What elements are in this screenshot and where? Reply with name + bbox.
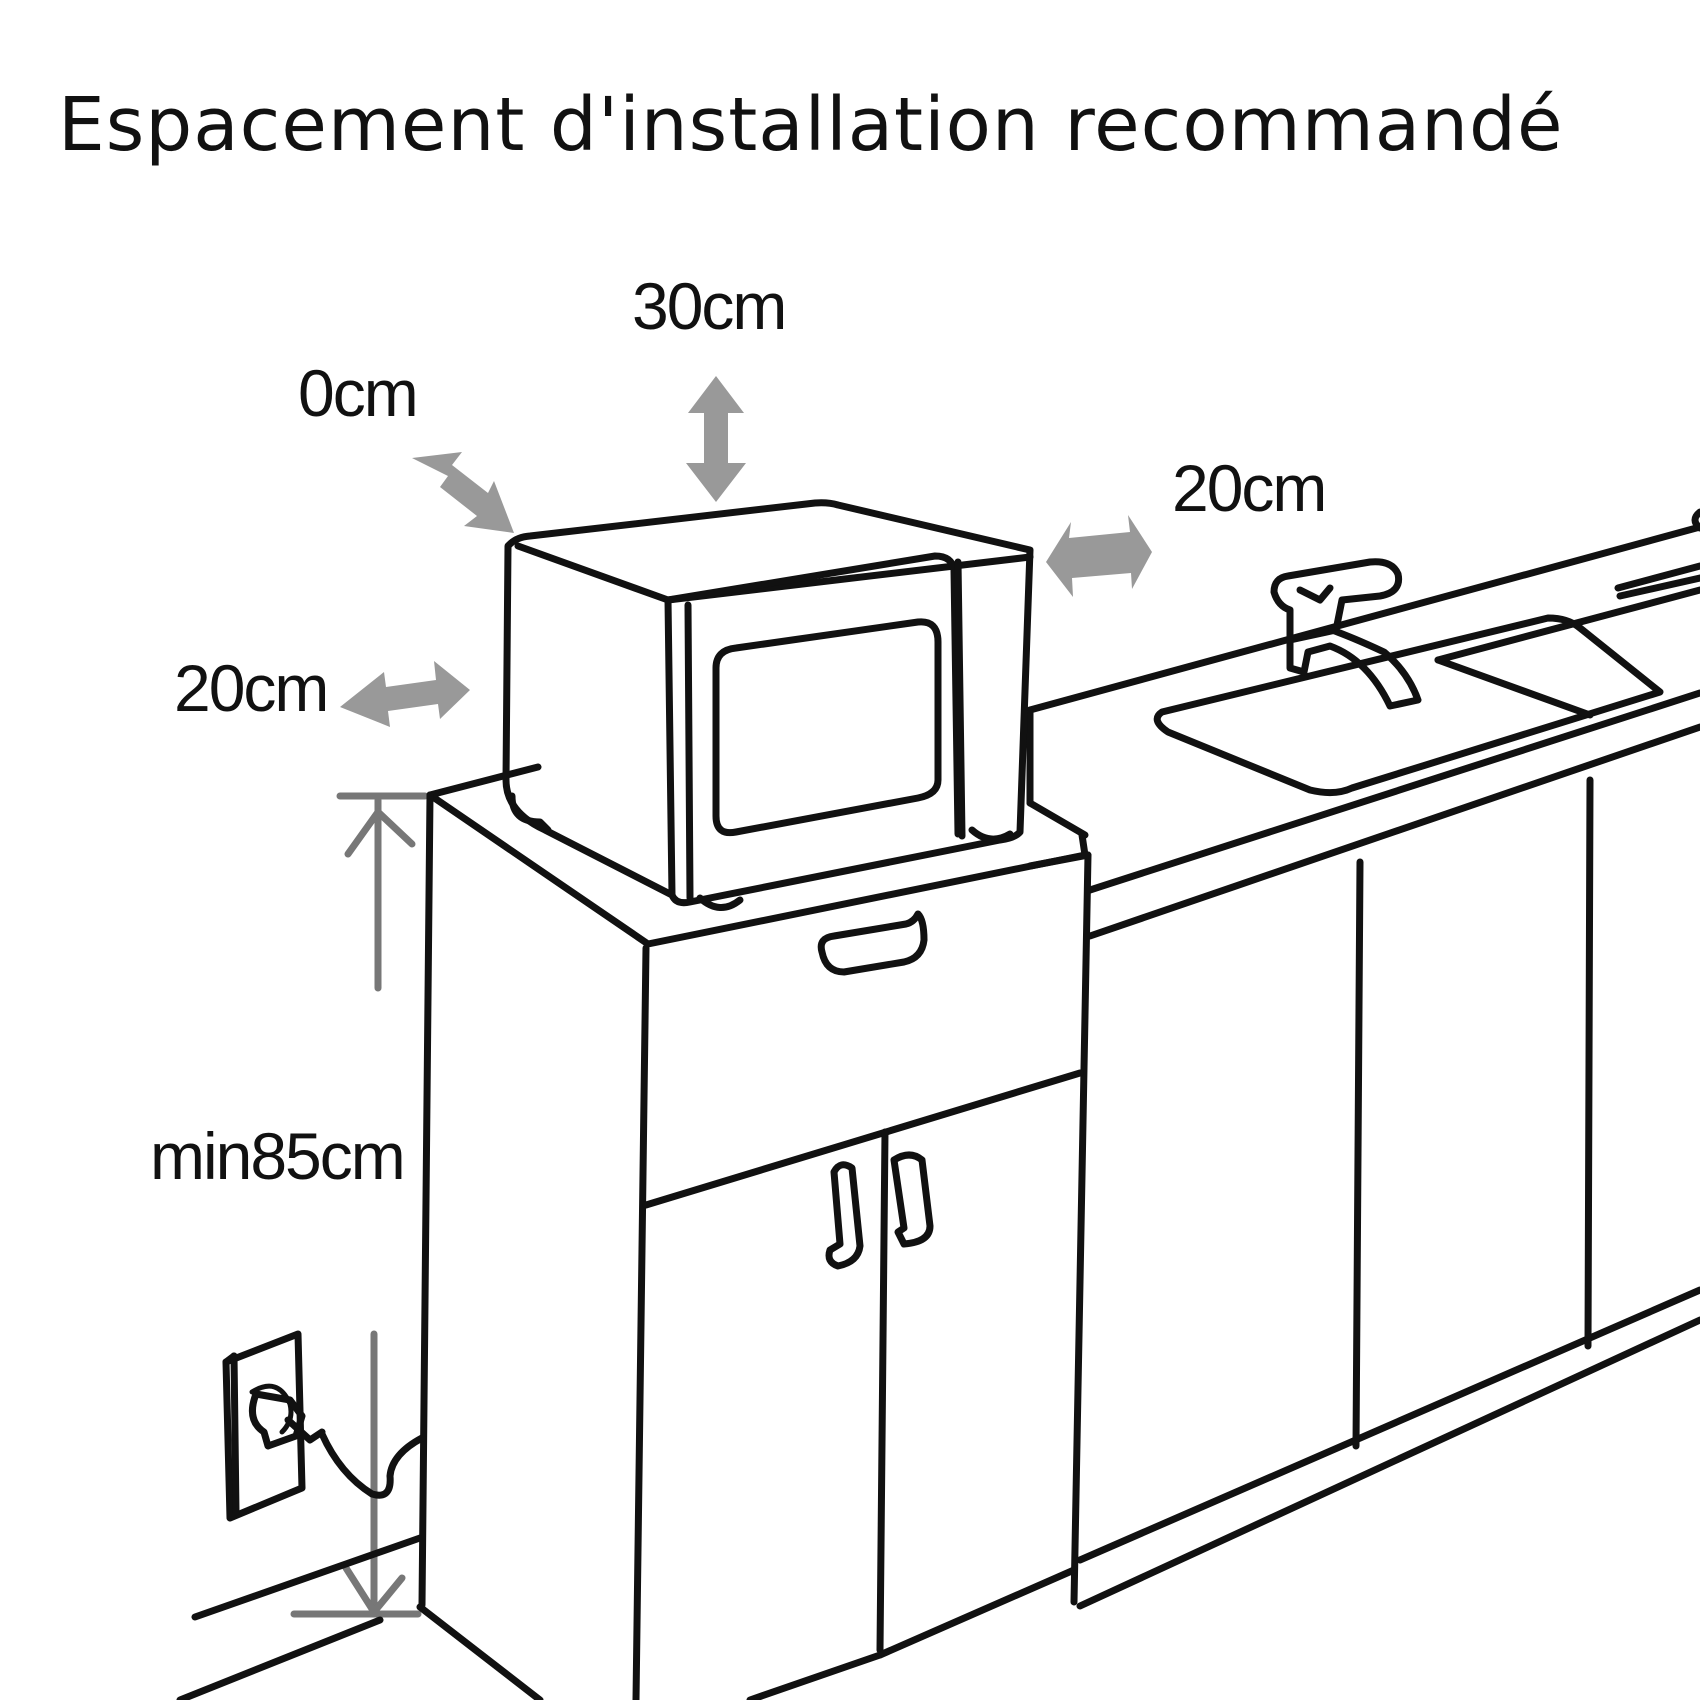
floor-lines — [176, 1534, 544, 1700]
drawer-handle — [817, 910, 928, 976]
sink — [1153, 508, 1700, 797]
label-right-clearance: 20cm — [1172, 451, 1327, 525]
arrow-left-clearance — [340, 661, 470, 727]
label-back-clearance: 0cm — [298, 356, 419, 430]
label-min-height: min85cm — [150, 1119, 406, 1193]
height-guide — [290, 792, 429, 1618]
kitchen-counter — [1026, 523, 1700, 1610]
cabinet — [418, 706, 1092, 1700]
microwave — [502, 499, 1034, 911]
diagram-title: Espacement d'installation recommandé — [58, 82, 1564, 168]
faucet — [1270, 558, 1422, 710]
arrow-back-clearance — [412, 452, 514, 533]
wall-outlet — [222, 1330, 426, 1522]
door-handles — [825, 1151, 934, 1270]
arrow-right-clearance — [1046, 515, 1152, 597]
label-top-clearance: 30cm — [632, 269, 787, 343]
arrow-top-clearance — [686, 376, 746, 502]
label-left-clearance: 20cm — [174, 651, 329, 725]
